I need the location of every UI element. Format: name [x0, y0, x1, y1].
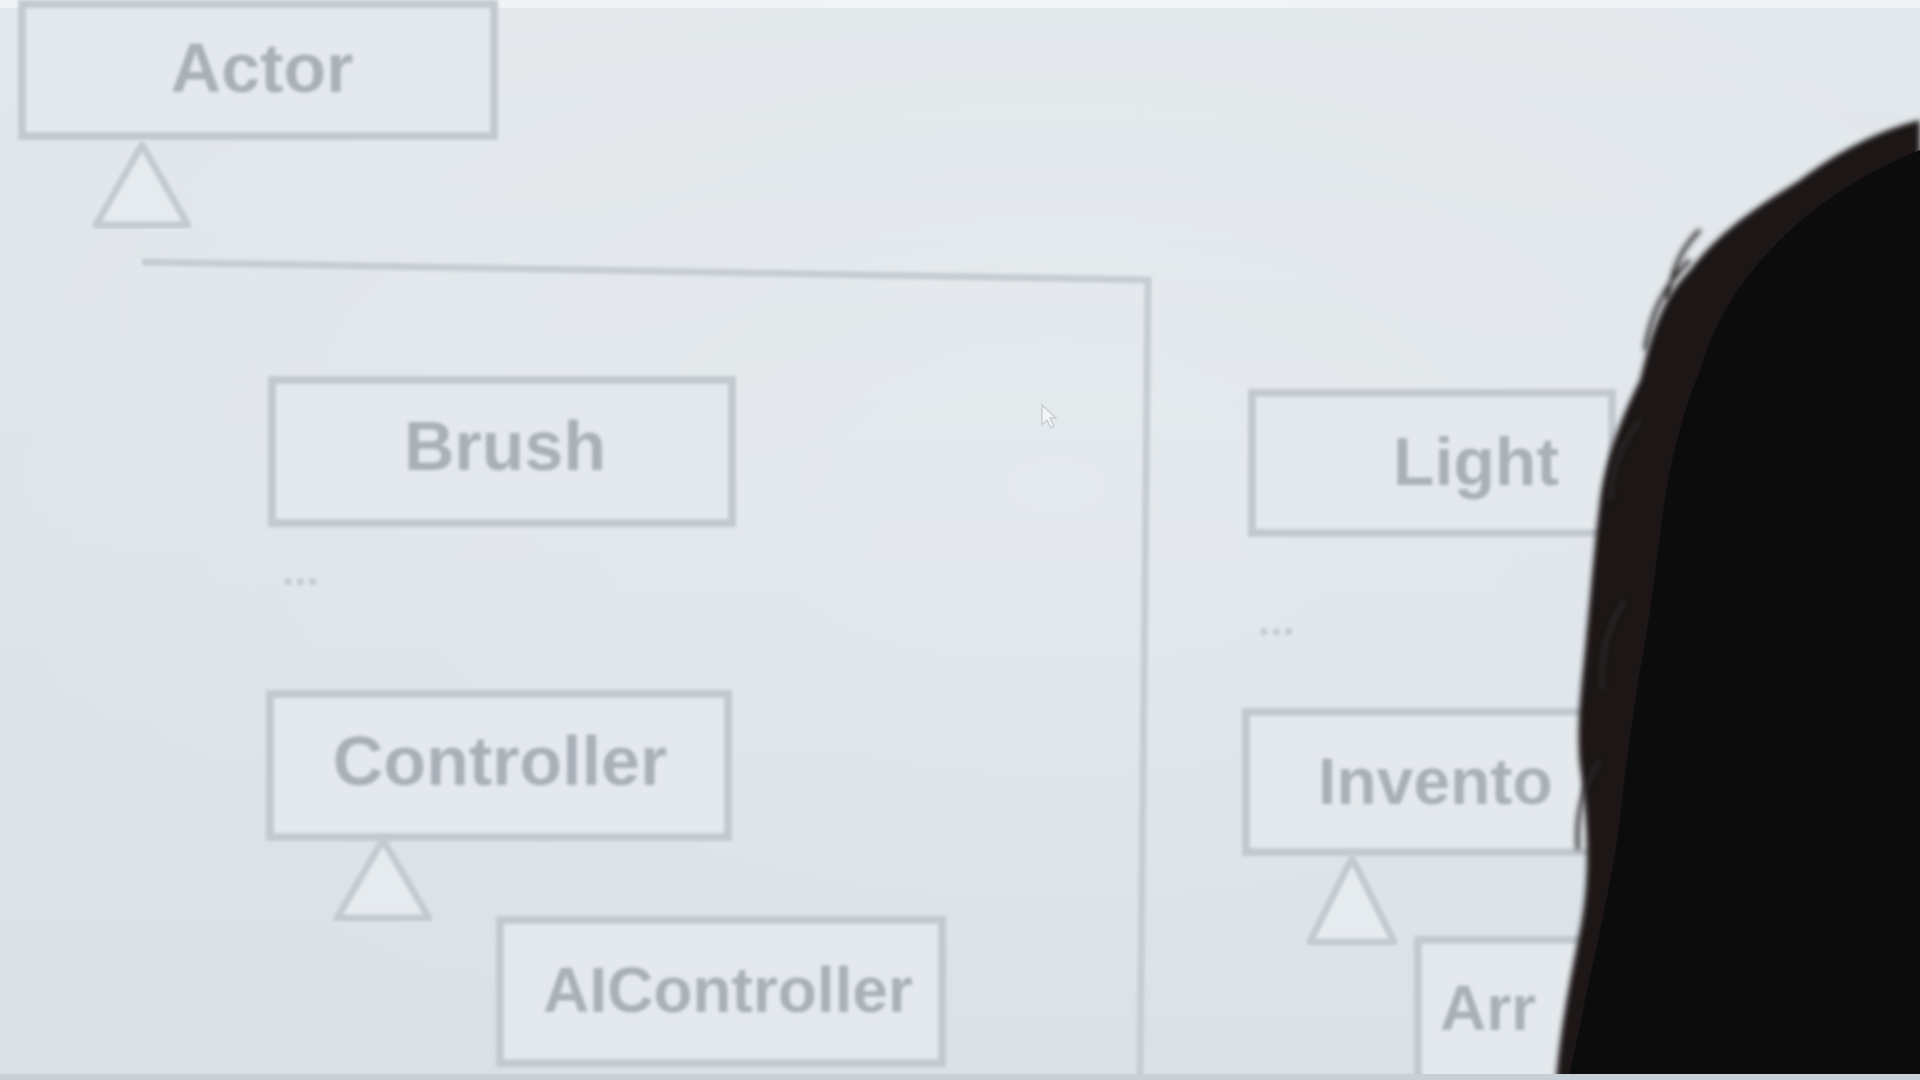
- ellipsis-left: ...: [282, 546, 319, 595]
- group-frame-outline: [141, 258, 1152, 1080]
- controller-inheritance-arrowhead: [333, 836, 433, 922]
- class-label-brush: Brush: [404, 407, 606, 485]
- class-box-controller: Controller: [266, 690, 732, 841]
- class-box-actor: Actor: [18, 0, 498, 140]
- class-box-aicontroller: AIController: [496, 916, 946, 1067]
- ellipsis-right: ...: [1258, 596, 1295, 645]
- class-box-inventory: Invento: [1242, 708, 1630, 856]
- class-label-controller: Controller: [333, 722, 667, 800]
- inventory-inheritance-arrowhead: [1306, 854, 1398, 946]
- class-label-aicontroller: AIController: [543, 954, 913, 1026]
- class-label-light: Light: [1393, 424, 1559, 500]
- person-head-silhouette: [1556, 120, 1920, 1080]
- actor-inheritance-arrowhead: [92, 141, 192, 229]
- class-box-brush: Brush: [268, 376, 736, 527]
- mouse-pointer-icon: [1041, 403, 1058, 430]
- class-label-actor: Actor: [171, 29, 354, 107]
- class-label-arrow-partial: Arr: [1440, 972, 1536, 1044]
- class-box-light: Light: [1248, 389, 1616, 537]
- class-label-inventory: Invento: [1318, 744, 1553, 818]
